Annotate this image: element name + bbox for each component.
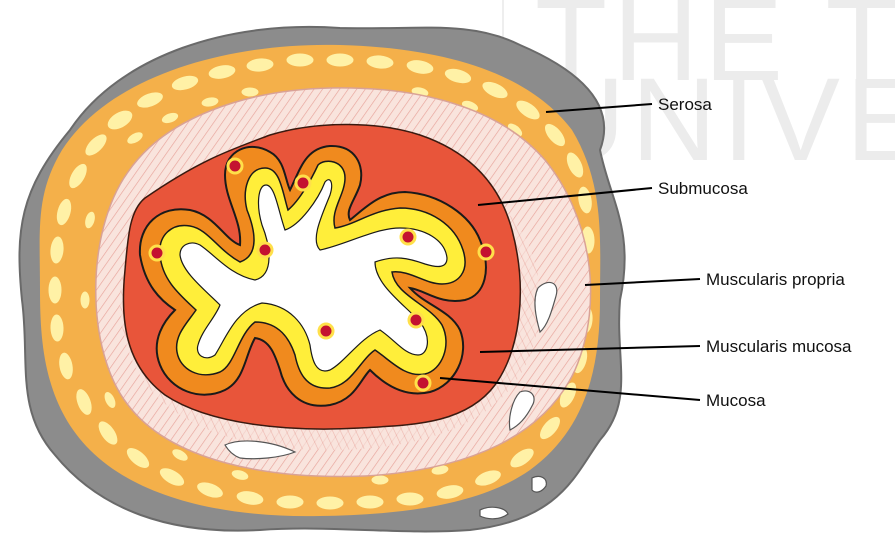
submucosa-label: Submucosa — [658, 179, 748, 198]
muscularis-propria-label: Muscularis propria — [706, 270, 845, 289]
mucosa-label: Mucosa — [706, 391, 766, 410]
muscularis-mucosa-label: Muscularis mucosa — [706, 337, 852, 356]
serosa-label: Serosa — [658, 95, 712, 114]
